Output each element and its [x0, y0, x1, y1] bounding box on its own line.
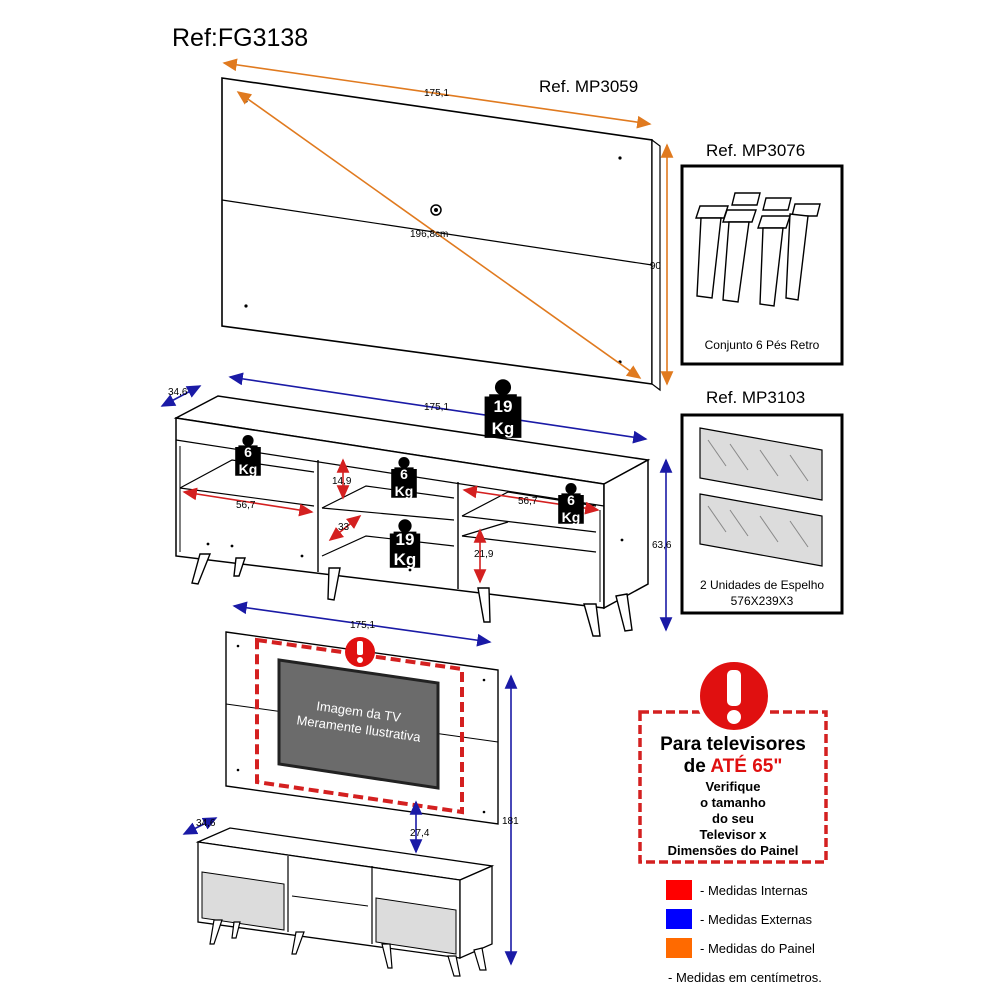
shelf-left-label: 56,7 [236, 500, 256, 511]
mirror-1 [699, 427, 823, 501]
panel-diagonal-arrow [236, 91, 642, 379]
warning-frame [638, 710, 828, 864]
svg-text:6: 6 [400, 466, 408, 482]
mirror-2 [699, 493, 823, 567]
shelf-right-label: 56,7 [518, 496, 538, 507]
svg-text:Kg: Kg [562, 509, 581, 525]
main-ref: Ref:FG3138 [172, 24, 308, 52]
svg-text:6: 6 [244, 444, 252, 460]
rack: 175,1 34,6 63,6 56,7 56,7 14,9 33 21,9 1… [160, 372, 673, 637]
rack-side [603, 458, 649, 610]
panel-height-label: 90 [650, 261, 662, 272]
warning-line6: Televisor x [700, 827, 768, 842]
weight-center-icon: 6 Kg [391, 457, 417, 499]
warning-line5: do seu [712, 811, 754, 826]
mirror-reflections [707, 439, 809, 548]
niche-depth-arrow [328, 515, 362, 541]
warning-box: Para televisores de ATÉ 65" Verifique o … [638, 658, 828, 864]
feet-illustration [695, 192, 821, 307]
lower-height-label: 21,9 [474, 549, 494, 560]
svg-text:Kg: Kg [394, 550, 417, 569]
legend-note: - Medidas em centímetros. [668, 970, 822, 985]
warning-line7: Dimensões do Painel [668, 843, 799, 858]
assembly-mirror-left [201, 871, 285, 931]
warning-alert-icon [696, 658, 772, 734]
assembly-mirror-right [375, 897, 457, 955]
weight-right-icon: 6 Kg [558, 483, 584, 525]
legend: - Medidas Internas - Medidas Externas - … [666, 880, 822, 985]
mirror-ref: Ref. MP3103 [706, 388, 805, 407]
svg-text:6: 6 [567, 492, 575, 508]
assembly: 175,1 Imagem da TV Meramente Ilustrativa… [182, 601, 519, 977]
rack-width-arrow [228, 372, 648, 444]
legend-swatch-internal [666, 880, 692, 900]
assembly-width-arrow [232, 601, 492, 647]
mirror-box: Ref. MP3103 2 Unidades de Espelho 576X23… [680, 388, 844, 615]
svg-text:Kg: Kg [395, 483, 414, 499]
niche-height-label: 14,9 [332, 476, 352, 487]
rack-height-label: 63,6 [652, 540, 672, 551]
assembly-depth-label: 34,6 [196, 818, 216, 829]
warning-line3: Verifique [706, 779, 761, 794]
mirror-caption-2: 576X239X3 [731, 594, 794, 608]
tv-alert-icon [345, 637, 375, 667]
assembly-depth-arrow [182, 817, 218, 835]
gap-label: 27,4 [410, 828, 430, 839]
panel-diagonal-label: 196,8cm [410, 229, 448, 240]
weight-top-icon: 19 Kg [484, 379, 522, 438]
weight-left-icon: 6 Kg [235, 435, 261, 477]
legend-label-internal: - Medidas Internas [700, 883, 808, 898]
shelf-left-arrow [182, 487, 314, 517]
tv-panel: 175,1 196,8cm 90 Ref. MP3059 [221, 58, 674, 392]
weight-middle-icon: 19 Kg [389, 519, 421, 569]
feet-box: Ref. MP3076 Conjunto 6 Pés Retro [680, 141, 844, 366]
legend-label-external: - Medidas Externas [700, 912, 812, 927]
niche-depth-label: 33 [338, 522, 350, 533]
svg-text:Kg: Kg [492, 419, 515, 438]
legend-swatch-external [666, 909, 692, 929]
panel-width-label: 175,1 [424, 88, 449, 99]
assembly-width-label: 175,1 [350, 620, 375, 631]
legend-swatch-panel [666, 938, 692, 958]
tv-screen [277, 658, 440, 790]
warning-line4: o tamanho [700, 795, 766, 810]
svg-text:19: 19 [494, 397, 513, 416]
feet-caption: Conjunto 6 Pés Retro [705, 338, 820, 352]
assembly-height-label: 181 [502, 816, 519, 827]
warning-line2: de ATÉ 65" [684, 755, 783, 777]
feet-ref: Ref. MP3076 [706, 141, 805, 160]
legend-label-panel: - Medidas do Painel [700, 941, 815, 956]
svg-text:Kg: Kg [239, 461, 258, 477]
tv-limit-frame [255, 637, 464, 815]
rack-depth-label: 34,6 [168, 387, 188, 398]
mirror-caption-1: 2 Unidades de Espelho [700, 578, 824, 592]
panel-edge [651, 138, 661, 392]
svg-text:19: 19 [396, 530, 415, 549]
rack-depth-arrow [160, 385, 202, 407]
rack-width-label: 175,1 [424, 402, 449, 413]
panel-ref: Ref. MP3059 [539, 77, 638, 96]
warning-line1: Para televisores [660, 734, 806, 755]
